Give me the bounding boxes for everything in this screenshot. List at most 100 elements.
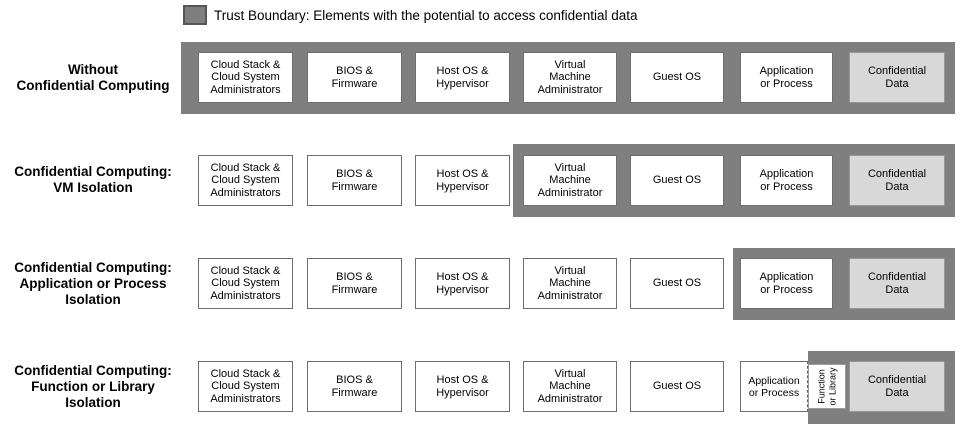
box-confidential-data: Confidential Data bbox=[849, 155, 945, 206]
row-label-line: Isolation bbox=[65, 292, 121, 307]
row-label-without-cc: Without Confidential Computing bbox=[0, 42, 186, 114]
box-label-line: or Process bbox=[748, 386, 800, 399]
box-cloud-stack-admins: Cloud Stack & Cloud System Administrator… bbox=[198, 258, 293, 309]
box-label-line: Hypervisor bbox=[436, 77, 489, 90]
row-label-line: Isolation bbox=[65, 395, 121, 410]
box-label-line: Confidential bbox=[867, 374, 927, 386]
box-label-line: Host OS & bbox=[436, 65, 489, 77]
box-application-process: Application or Process bbox=[740, 258, 833, 309]
box-label-line: BIOS & bbox=[336, 271, 373, 283]
box-guest-os: Guest OS bbox=[630, 258, 724, 309]
box-label-line: Host OS & bbox=[436, 271, 489, 283]
box-label-line: Machine bbox=[549, 380, 591, 393]
box-label-line: Firmware bbox=[331, 180, 378, 193]
box-label-line: or Library bbox=[827, 367, 838, 406]
box-bios-firmware: BIOS & Firmware bbox=[307, 361, 402, 412]
box-application-process: Application or Process bbox=[740, 52, 833, 103]
row-label-line: Application or Process bbox=[19, 276, 167, 291]
row-label-line: Function or Library bbox=[31, 379, 155, 394]
box-guest-os: Guest OS bbox=[630, 361, 724, 412]
legend: Trust Boundary: Elements with the potent… bbox=[183, 4, 637, 26]
box-label-line: Cloud Stack & bbox=[210, 264, 281, 277]
box-label-line: Machine bbox=[549, 71, 591, 84]
box-cloud-stack-admins: Cloud Stack & Cloud System Administrator… bbox=[198, 361, 293, 412]
box-label-line: BIOS & bbox=[336, 168, 373, 180]
box-label-line: Cloud System bbox=[211, 277, 280, 290]
box-label-line: Machine bbox=[549, 174, 591, 187]
box-label-line: Virtual bbox=[554, 161, 586, 174]
box-label-line: Administrators bbox=[210, 392, 281, 405]
box-label-line: Data bbox=[885, 77, 909, 90]
box-bios-firmware: BIOS & Firmware bbox=[307, 155, 402, 206]
row-label-line: Confidential Computing: bbox=[14, 164, 172, 179]
box-label-line: BIOS & bbox=[336, 65, 373, 77]
box-guest-os: Guest OS bbox=[630, 155, 724, 206]
box-label-line: Host OS & bbox=[436, 374, 489, 386]
box-label-line: or Process bbox=[760, 283, 813, 296]
box-label-line: Host OS & bbox=[436, 168, 489, 180]
box-label-line: Guest OS bbox=[652, 380, 702, 393]
box-label-line: Guest OS bbox=[652, 174, 702, 187]
box-label-line: Administrators bbox=[210, 83, 281, 96]
box-label-line: Confidential bbox=[867, 271, 927, 283]
box-label-line: Administrators bbox=[210, 186, 281, 199]
box-label-line: Hypervisor bbox=[436, 180, 489, 193]
box-host-os-hypervisor: Host OS & Hypervisor bbox=[415, 258, 510, 309]
row-label-function-library-isolation: Confidential Computing: Function or Libr… bbox=[0, 351, 186, 423]
box-function-or-library: Function or Library bbox=[808, 364, 846, 409]
row-label-vm-isolation: Confidential Computing: VM Isolation bbox=[0, 144, 186, 216]
box-host-os-hypervisor: Host OS & Hypervisor bbox=[415, 155, 510, 206]
box-guest-os: Guest OS bbox=[630, 52, 724, 103]
box-vm-administrator: Virtual Machine Administrator bbox=[523, 361, 617, 412]
box-label-line: Data bbox=[885, 283, 909, 296]
box-application-process: Application or Process bbox=[740, 155, 833, 206]
box-label-line: Administrator bbox=[537, 392, 603, 405]
box-label-line: Application bbox=[759, 168, 814, 180]
box-label-line: Application bbox=[748, 374, 800, 387]
box-label-line: Data bbox=[885, 386, 909, 399]
row-label-line: Confidential Computing bbox=[16, 78, 170, 93]
box-label-line: BIOS & bbox=[336, 374, 373, 386]
box-label-line: Virtual bbox=[554, 58, 586, 71]
box-vm-administrator: Virtual Machine Administrator bbox=[523, 258, 617, 309]
box-label-line: Administrator bbox=[537, 186, 603, 199]
trust-boundary-swatch bbox=[183, 5, 207, 25]
row-label-line: Confidential Computing: bbox=[14, 363, 172, 378]
box-label-line: Application bbox=[759, 65, 814, 77]
box-label-line: Virtual bbox=[554, 264, 586, 277]
box-label-line: Hypervisor bbox=[436, 283, 489, 296]
row-label-line: Without bbox=[67, 62, 119, 77]
box-vm-administrator: Virtual Machine Administrator bbox=[523, 52, 617, 103]
box-label-line: Cloud Stack & bbox=[210, 367, 281, 380]
row-label-app-process-isolation: Confidential Computing: Application or P… bbox=[0, 248, 186, 320]
box-bios-firmware: BIOS & Firmware bbox=[307, 52, 402, 103]
box-label-line: Cloud Stack & bbox=[210, 161, 281, 174]
function-library-rotated-text: Function or Library bbox=[817, 367, 838, 405]
box-label-line: Cloud System bbox=[211, 174, 280, 187]
box-label-line: Administrator bbox=[537, 83, 603, 96]
box-label-line: Application bbox=[759, 271, 814, 283]
box-label-line: or Process bbox=[760, 77, 813, 90]
box-label-line: Function bbox=[816, 369, 827, 404]
box-bios-firmware: BIOS & Firmware bbox=[307, 258, 402, 309]
box-label-line: Machine bbox=[549, 277, 591, 290]
box-confidential-data: Confidential Data bbox=[849, 258, 945, 309]
box-label-line: Guest OS bbox=[652, 277, 702, 290]
box-confidential-data: Confidential Data bbox=[849, 52, 945, 103]
box-label-line: or Process bbox=[760, 180, 813, 193]
box-host-os-hypervisor: Host OS & Hypervisor bbox=[415, 52, 510, 103]
box-vm-administrator: Virtual Machine Administrator bbox=[523, 155, 617, 206]
box-label-line: Confidential bbox=[867, 168, 927, 180]
box-label-line: Virtual bbox=[554, 367, 586, 380]
box-host-os-hypervisor: Host OS & Hypervisor bbox=[415, 361, 510, 412]
box-label-line: Guest OS bbox=[652, 71, 702, 84]
box-cloud-stack-admins: Cloud Stack & Cloud System Administrator… bbox=[198, 52, 293, 103]
box-label-line: Administrator bbox=[537, 289, 603, 302]
box-label-line: Cloud System bbox=[211, 71, 280, 84]
box-label-line: Cloud Stack & bbox=[210, 58, 281, 71]
row-label-line: VM Isolation bbox=[53, 180, 133, 195]
box-label-line: Firmware bbox=[331, 386, 378, 399]
box-label-line: Administrators bbox=[210, 289, 281, 302]
box-confidential-data: Confidential Data bbox=[849, 361, 945, 412]
